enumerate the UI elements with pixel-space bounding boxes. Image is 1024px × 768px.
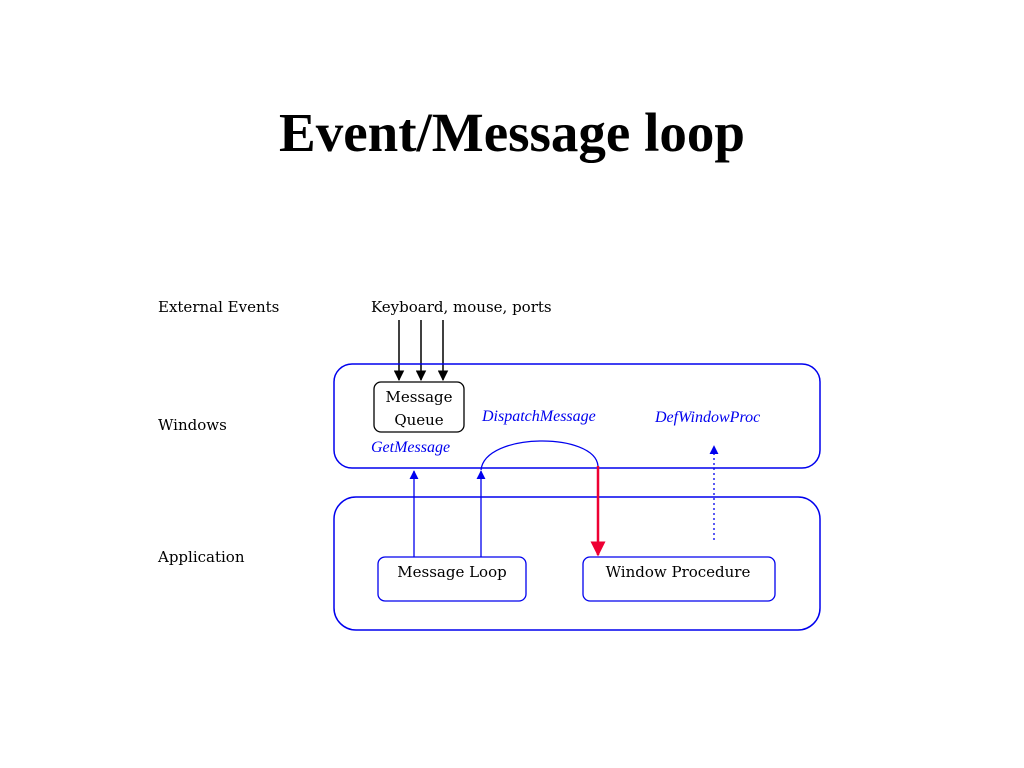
page-title: Event/Message loop — [279, 102, 745, 163]
label-windows: Windows — [158, 416, 227, 434]
label-application: Application — [157, 548, 245, 566]
dispatch-arc — [480, 440, 599, 471]
label-input-sources: Keyboard, mouse, ports — [371, 298, 552, 316]
getmessage-label: GetMessage — [371, 439, 450, 456]
dispatchmessage-label: DispatchMessage — [481, 408, 596, 425]
message-queue-label-line1: Message — [385, 388, 452, 406]
message-queue-box — [373, 381, 465, 433]
message-loop-box — [377, 556, 527, 602]
windows-layer-box — [333, 363, 821, 469]
message-loop-label: Message Loop — [397, 563, 506, 581]
application-layer-box — [333, 496, 821, 631]
label-external-events: External Events — [158, 298, 279, 316]
window-procedure-box — [582, 556, 776, 602]
defwindowproc-label: DefWindowProc — [654, 409, 760, 426]
window-procedure-label: Window Procedure — [606, 563, 751, 581]
message-queue-label-line2: Queue — [394, 411, 443, 429]
